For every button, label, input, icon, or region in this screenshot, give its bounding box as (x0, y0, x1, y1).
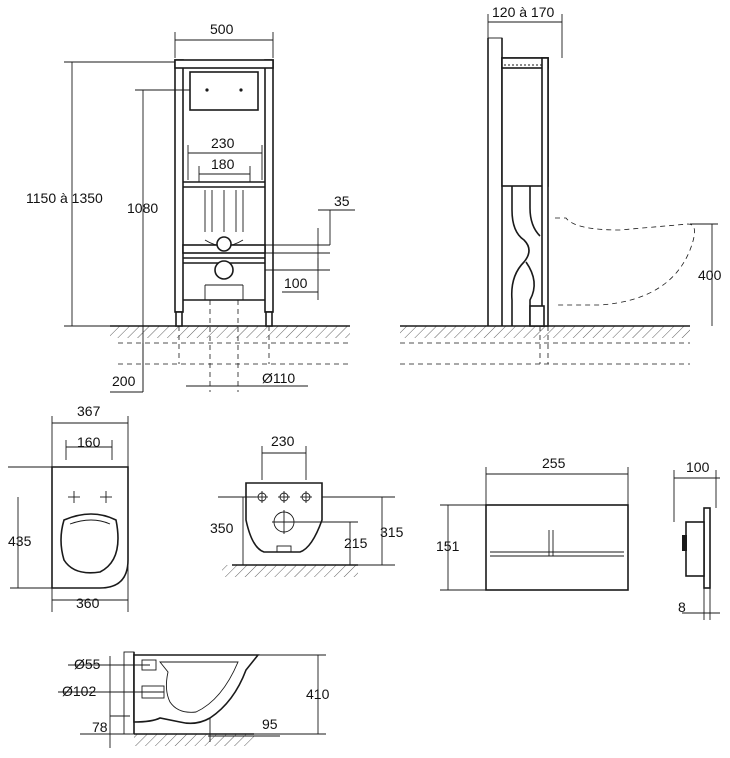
floor-hatch (110, 326, 350, 338)
dim-diameter-102: Ø102 (62, 683, 96, 699)
dim-height-215: 215 (344, 535, 368, 551)
dim-height-315: 315 (380, 524, 404, 540)
dim-length-95: 95 (262, 716, 278, 732)
bowl-top-view: 367 160 435 360 (8, 403, 129, 612)
section-floor-hatch (134, 734, 254, 746)
dim-frame-height-range: 1150 à 1350 (26, 190, 103, 206)
dim-bolt-spacing-inner: 180 (211, 156, 235, 172)
dim-floor-200: 200 (112, 373, 136, 389)
dim-bowl-height: 400 (698, 267, 722, 283)
flush-plate-front: 255 151 (436, 455, 629, 591)
dim-height-350: 350 (210, 520, 234, 536)
dim-offset-100: 100 (284, 275, 308, 291)
dim-height-410: 410 (306, 686, 330, 702)
dim-hole-spacing-230: 230 (271, 433, 295, 449)
dim-plate-thickness: 8 (678, 599, 686, 615)
dim-wall-depth: 120 à 170 (492, 4, 554, 20)
bowl-side-section: Ø55 Ø102 410 78 95 (58, 651, 330, 748)
bowl-rear-view: 230 350 215 315 (210, 433, 404, 577)
dim-plate-height: 151 (436, 538, 460, 554)
side-floor-hatch (400, 326, 690, 338)
rear-floor-hatch (222, 565, 358, 577)
dim-frame-width: 500 (210, 21, 234, 37)
dim-pipe-diameter: Ø110 (262, 370, 295, 386)
dim-plate-depth: 100 (686, 459, 710, 475)
dim-bowl-width-360: 360 (76, 595, 100, 611)
dim-bowl-length-367: 367 (77, 403, 101, 419)
dim-height-78: 78 (92, 719, 108, 735)
dim-diameter-55: Ø55 (74, 656, 101, 672)
dim-plate-width: 255 (542, 455, 566, 471)
dim-offset-35: 35 (334, 193, 350, 209)
dim-bolt-spacing-outer: 230 (211, 135, 235, 151)
flush-plate-side: 100 8 (673, 459, 720, 620)
frame-side-view: 120 à 170 400 (400, 4, 722, 365)
frame-front-view: 500 1150 à 1350 1080 230 180 35 100 (26, 21, 355, 393)
dim-bowl-hole-spacing: 160 (77, 434, 101, 450)
dim-frame-height-fixed: 1080 (127, 200, 158, 216)
dim-bowl-depth: 435 (8, 533, 32, 549)
